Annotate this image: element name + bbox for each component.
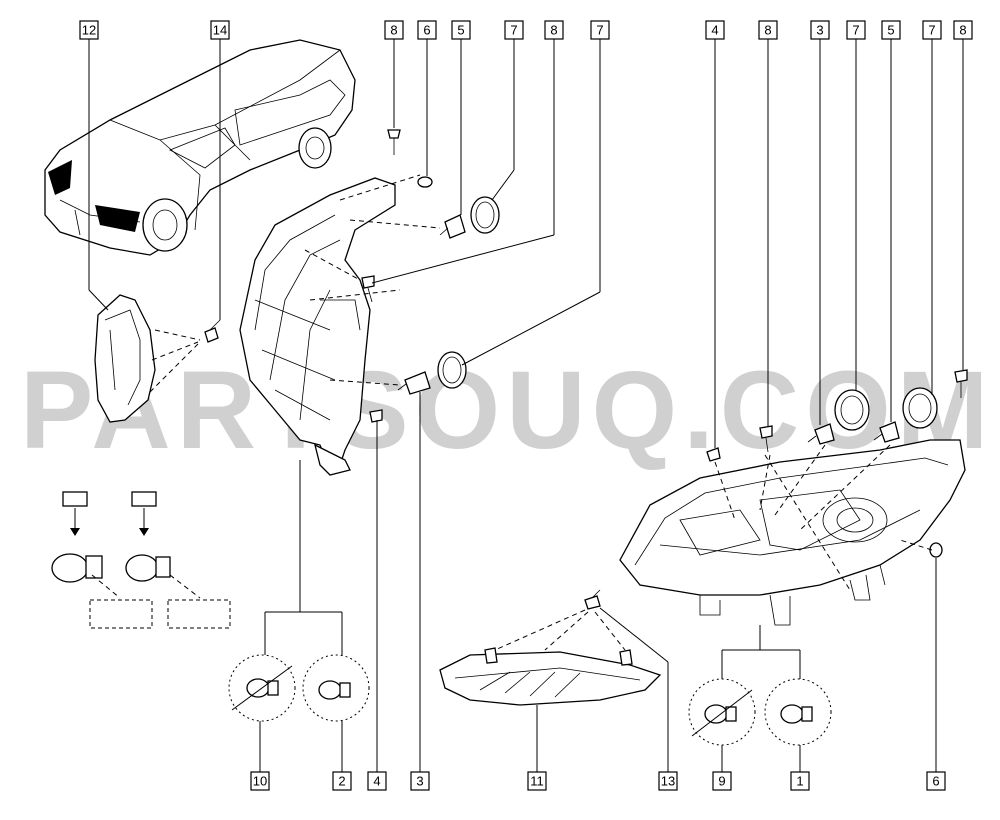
clip-6-top [417,176,433,188]
svg-text:4: 4 [711,23,718,38]
bulb-box-left [89,599,153,629]
screw-13 [584,589,601,610]
vehicle-illustration [44,39,356,256]
callout-8-c: 8 [758,20,778,40]
callout-9: 9 [712,771,732,791]
cap-7-mid [437,351,467,389]
svg-text:4: 4 [373,774,380,789]
callout-7-c: 7 [846,20,866,40]
callout-8-b: 8 [544,20,564,40]
callout-6-a: 6 [417,20,437,40]
watermark-text: PARTSOUQ.COM [20,349,994,472]
callout-5-b: 5 [881,20,901,40]
svg-text:7: 7 [596,23,603,38]
bolt-8-far-right [954,369,968,398]
bulb-3-mid [397,371,431,395]
bulb-box-right [167,599,231,629]
cap-7-top [470,196,500,234]
cap-7-right-b [902,387,938,429]
callout-5-a: 5 [451,20,471,40]
svg-text:7: 7 [510,23,517,38]
clip-4-mid [369,409,383,423]
callout-12: 12 [79,20,99,40]
bolt-8-mid [361,275,375,303]
svg-text:5: 5 [457,23,464,38]
svg-text:2: 2 [338,774,345,789]
svg-text:6: 6 [423,23,430,38]
svg-text:3: 3 [816,23,823,38]
svg-text:9: 9 [718,774,725,789]
fog-lamp-assembly [439,647,662,706]
clip-6-right [929,542,943,558]
svg-text:8: 8 [764,23,771,38]
svg-text:7: 7 [928,23,935,38]
callout-7-d: 7 [922,20,942,40]
callout-3-b: 3 [410,771,430,791]
bulb-5-right [873,421,900,443]
callout-4-b: 4 [367,771,387,791]
bulb-circle-9 [688,678,756,746]
turn-signal-bulb-right [125,491,171,582]
svg-text:8: 8 [390,23,397,38]
svg-text:8: 8 [959,23,966,38]
callout-3-a: 3 [810,20,830,40]
callout-14: 14 [210,20,230,40]
svg-text:13: 13 [661,774,675,789]
callout-7-b: 7 [590,20,610,40]
leader-lines [88,39,964,772]
bulb-circle-2 [302,654,370,722]
svg-text:3: 3 [416,774,423,789]
turn-signal-assembly [94,294,201,423]
headlamp-housing-rear [239,177,396,476]
cap-7-right-a [834,389,870,431]
callout-10: 10 [250,771,270,791]
callout-2: 2 [332,771,352,791]
clip-4-right [706,447,721,462]
callout-7-a: 7 [504,20,524,40]
svg-text:10: 10 [253,774,267,789]
bolt-8-top [387,129,401,155]
svg-text:8: 8 [550,23,557,38]
callout-13: 13 [658,771,678,791]
svg-text:7: 7 [852,23,859,38]
callout-8-d: 8 [953,20,973,40]
callout-6-b: 6 [926,771,946,791]
svg-text:11: 11 [530,774,544,789]
svg-text:12: 12 [82,23,96,38]
svg-text:14: 14 [213,23,227,38]
bulb-circle-10 [228,654,296,722]
svg-text:5: 5 [887,23,894,38]
turn-signal-bulb-left [51,491,103,583]
svg-text:6: 6 [932,774,939,789]
callout-1: 1 [790,771,810,791]
bolt-8-right [759,425,773,453]
bulb-circle-1 [764,678,832,746]
bulb-3-right [807,423,835,445]
screw-14 [204,319,221,343]
callout-8-a: 8 [384,20,404,40]
bulb-5-top [439,214,466,239]
callout-4-a: 4 [705,20,725,40]
svg-text:1: 1 [796,774,803,789]
callout-11: 11 [527,771,547,791]
